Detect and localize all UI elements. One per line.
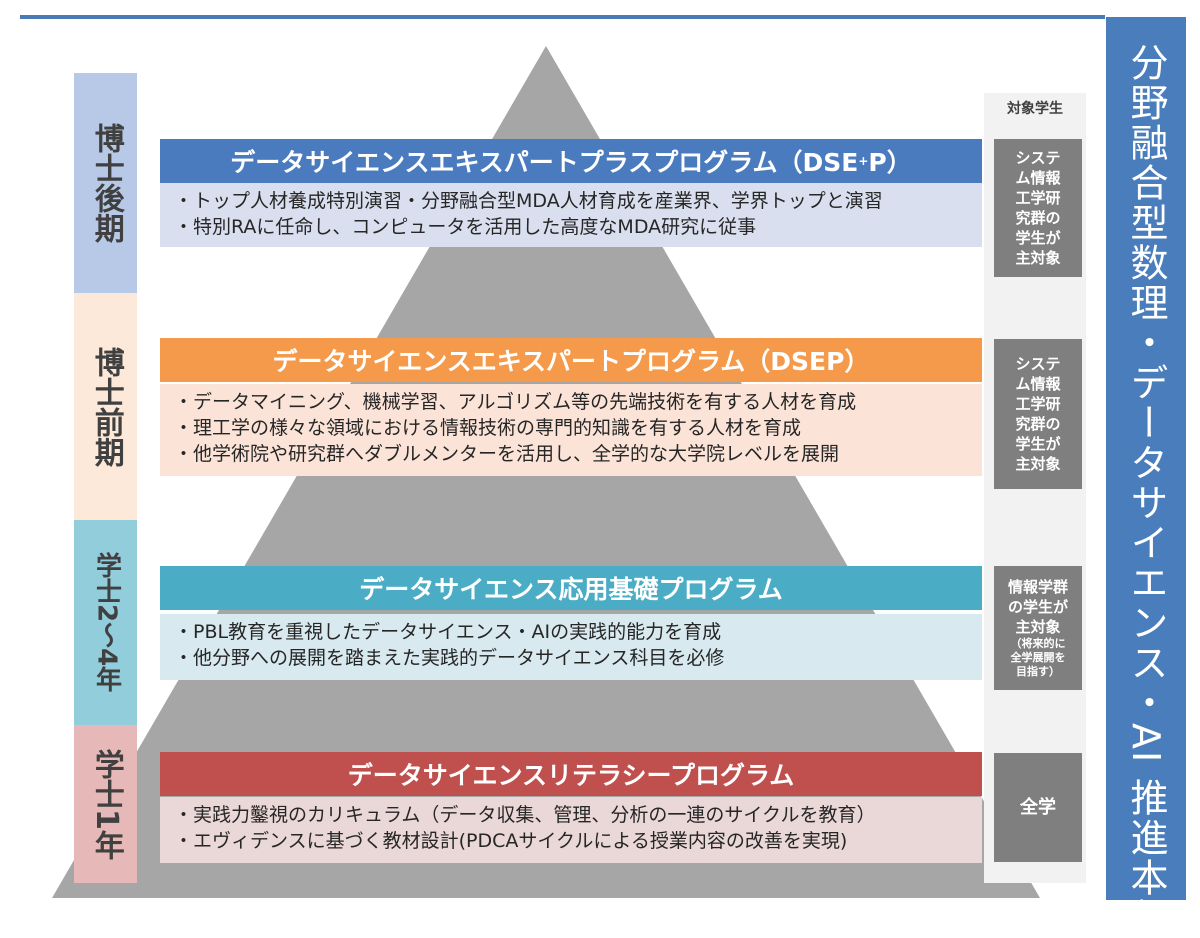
program-item: ・トップ人材養成特別演習・分野融合型MDA人材育成を産業界、学界トップと演習 — [174, 190, 883, 212]
target-text: システ ム情報 工学研 究群の 学生が 主対象 — [1015, 355, 1061, 473]
target-column-header: 対象学生 — [1007, 101, 1063, 117]
program-item: ・実践力鑿視のカリキュラム（データ収集、管理、分析の一連のサイクルを教育） — [174, 804, 876, 826]
headquarters-title: 分野融合型数理・データサイエンス・AI 推進本部 — [1124, 43, 1168, 938]
target-box-applied: 情報学群 の学生が 主対象 （将来的に 全学展開を 目指す） — [994, 566, 1082, 690]
program-title-text: データサイエンスリテラシープログラム — [347, 761, 795, 790]
program-title-text: データサイエンス応用基礎プログラム — [359, 575, 783, 604]
program-item: ・データマイニング、機械学習、アルゴリズム等の先端技術を有する人材を育成 — [174, 391, 857, 413]
program-desc-literacy: ・実践力鑿視のカリキュラム（データ収集、管理、分析の一連のサイクルを教育） ・エ… — [160, 797, 982, 863]
target-box-dsep-plus: システ ム情報 工学研 究群の 学生が 主対象 — [994, 139, 1082, 277]
target-text: システ ム情報 工学研 究群の 学生が 主対象 — [1015, 149, 1061, 267]
target-box-literacy: 全学 — [994, 753, 1082, 862]
program-item: ・エヴィデンスに基づく教材設計(PDCAサイクルによる授業内容の改善を実現) — [174, 830, 848, 852]
program-title-literacy: データサイエンスリテラシープログラム — [160, 752, 982, 796]
target-text: 全学 — [1020, 796, 1056, 818]
program-item: ・特別RAに任命し、コンピュータを活用した高度なMDA研究に従事 — [174, 216, 757, 238]
program-title-sup: + — [858, 154, 869, 168]
stage-label-doctoral-early: 博士前期 — [74, 293, 137, 520]
program-title-dsep-plus: データサイエンスエキスパートプラスプログラム（DSE+P） — [160, 139, 982, 183]
target-text: 情報学群 の学生が 主対象 — [1007, 578, 1068, 636]
target-box-dsep: システ ム情報 工学研 究群の 学生が 主対象 — [994, 339, 1082, 489]
program-title-tail: P） — [868, 148, 912, 177]
top-rule — [20, 15, 1105, 19]
program-title-text: データサイエンスエキスパートプログラム（DSEP） — [272, 347, 870, 376]
program-item: ・他学術院や研究群へダブルメンターを活用し、全学的な大学院レベルを展開 — [174, 443, 840, 465]
target-subtext: （将来的に 全学展開を 目指す） — [1010, 637, 1066, 678]
stage-label-undergrad-2-4: 学士2〜4年 — [74, 520, 137, 725]
headquarters-band: 分野融合型数理・データサイエンス・AI 推進本部 — [1106, 17, 1186, 938]
program-title-text: データサイエンスエキスパートプラスプログラム（DSE — [230, 148, 859, 177]
program-item: ・理工学の様々な領域における情報技術の専門的知識を有する人材を育成 — [174, 417, 802, 439]
program-desc-dsep: ・データマイニング、機械学習、アルゴリズム等の先端技術を有する人材を育成 ・理工… — [160, 384, 982, 476]
program-title-applied: データサイエンス応用基礎プログラム — [160, 566, 982, 610]
program-desc-applied: ・PBL教育を重視したデータサイエンス・AIの実践的能力を育成 ・他分野への展開… — [160, 614, 982, 680]
program-item: ・他分野への展開を踏まえた実践的データサイエンス科目を必修 — [174, 647, 725, 669]
program-item: ・PBL教育を重視したデータサイエンス・AIの実践的能力を育成 — [174, 621, 722, 643]
stage-label-doctoral-late: 博士後期 — [74, 73, 137, 293]
stage-label-undergrad-1: 学士1年 — [74, 725, 137, 883]
program-title-dsep: データサイエンスエキスパートプログラム（DSEP） — [160, 338, 982, 382]
program-desc-dsep-plus: ・トップ人材養成特別演習・分野融合型MDA人材育成を産業界、学界トップと演習 ・… — [160, 183, 982, 247]
